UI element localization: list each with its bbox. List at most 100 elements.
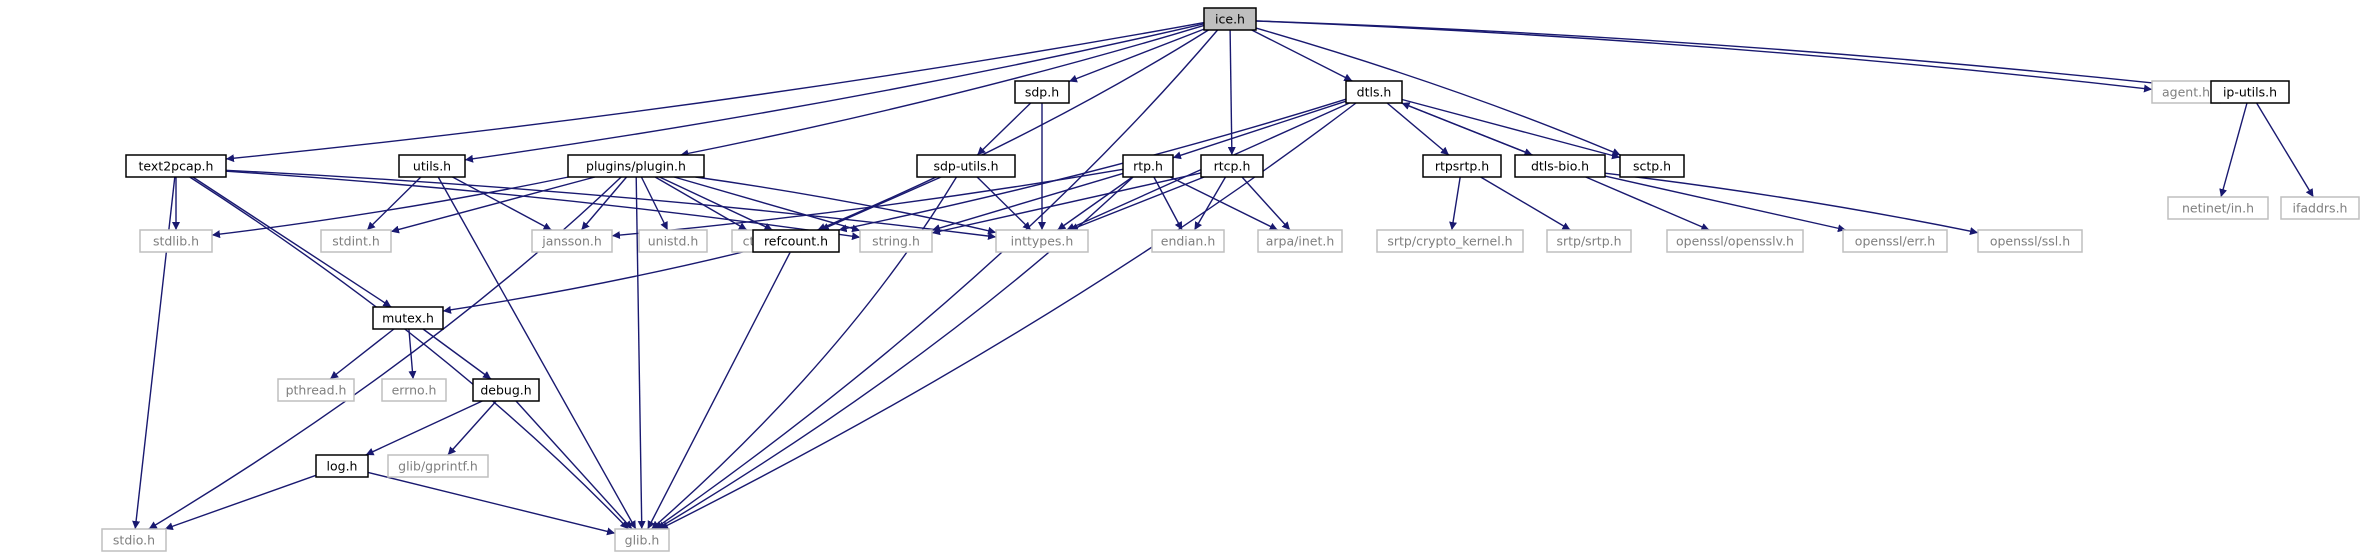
node-mutex[interactable]: mutex.h bbox=[372, 306, 444, 330]
edge-log-to-glib bbox=[367, 471, 616, 536]
edge-ice-to-glib bbox=[653, 29, 1219, 530]
node-box-netinet bbox=[2167, 196, 2269, 220]
node-box-debug[interactable] bbox=[472, 378, 540, 402]
node-box-iputils[interactable] bbox=[2210, 80, 2290, 104]
node-sdputils[interactable]: sdp-utils.h bbox=[916, 154, 1016, 178]
edge-debug-to-glib bbox=[515, 400, 633, 530]
node-box-inttypes bbox=[995, 229, 1089, 253]
node-label-text2pcap: text2pcap.h bbox=[139, 159, 214, 174]
node-box-dtlsbio[interactable] bbox=[1514, 154, 1606, 178]
node-label-utils: utils.h bbox=[413, 159, 451, 174]
edge-plugin-to-refcount bbox=[659, 176, 773, 231]
node-label-rtpsrtp: rtpsrtp.h bbox=[1435, 159, 1489, 174]
node-box-endian bbox=[1151, 229, 1225, 253]
node-box-utils[interactable] bbox=[398, 154, 466, 178]
node-debug[interactable]: debug.h bbox=[472, 378, 540, 402]
node-box-sdp[interactable] bbox=[1014, 80, 1070, 104]
node-box-stdint bbox=[320, 229, 392, 253]
node-label-ifaddrs: ifaddrs.h bbox=[2293, 201, 2348, 216]
node-box-refcount[interactable] bbox=[752, 229, 840, 253]
node-label-arpainet: arpa/inet.h bbox=[1266, 234, 1335, 249]
node-label-gprintf: glib/gprintf.h bbox=[398, 459, 478, 474]
node-label-unistd: unistd.h bbox=[648, 234, 699, 249]
edge-ice-to-refcount bbox=[817, 29, 1209, 231]
node-label-stdio: stdio.h bbox=[113, 533, 155, 548]
node-errno: errno.h bbox=[381, 378, 447, 402]
edge-utils-to-glib bbox=[437, 176, 637, 530]
node-log[interactable]: log.h bbox=[315, 454, 369, 478]
node-label-endian: endian.h bbox=[1161, 234, 1216, 249]
node-text2pcap[interactable]: text2pcap.h bbox=[125, 154, 227, 178]
node-label-opensslv: openssl/opensslv.h bbox=[1676, 234, 1794, 249]
node-box-mutex[interactable] bbox=[372, 306, 444, 330]
edge-dtlsbio-to-opensslerr bbox=[1604, 175, 1847, 233]
edge-text2pcap-to-stdio bbox=[132, 176, 176, 530]
node-label-srtpcrypto: srtp/crypto_kernel.h bbox=[1387, 234, 1512, 249]
node-label-rtp: rtp.h bbox=[1133, 159, 1163, 174]
edge-sdp-to-sdputils bbox=[976, 102, 1032, 156]
edge-refcount-to-mutex bbox=[442, 248, 754, 314]
node-sdp[interactable]: sdp.h bbox=[1014, 80, 1070, 104]
edge-plugin-to-stdint bbox=[390, 176, 596, 234]
node-box-rtp[interactable] bbox=[1122, 154, 1174, 178]
node-label-srtpsrtp: srtp/srtp.h bbox=[1556, 234, 1621, 249]
node-box-sctp[interactable] bbox=[1619, 154, 1685, 178]
edge-rtcp-to-endian bbox=[1193, 176, 1227, 231]
node-jansson: jansson.h bbox=[531, 229, 613, 253]
node-label-dtlsbio: dtls-bio.h bbox=[1531, 159, 1589, 174]
node-opensslv: openssl/opensslv.h bbox=[1666, 229, 1804, 253]
edge-debug-to-gprintf bbox=[447, 400, 497, 456]
node-label-refcount: refcount.h bbox=[764, 234, 828, 249]
node-label-dtls: dtls.h bbox=[1357, 85, 1392, 100]
edge-ice-to-agent bbox=[1255, 20, 2153, 93]
node-iputils[interactable]: ip-utils.h bbox=[2210, 80, 2290, 104]
node-box-srtpsrtp bbox=[1546, 229, 1632, 253]
node-opensslssl: openssl/ssl.h bbox=[1977, 229, 2083, 253]
node-agent: agent.h bbox=[2151, 80, 2221, 104]
node-box-ifaddrs bbox=[2280, 196, 2360, 220]
edge-utils-to-stdint bbox=[366, 176, 422, 231]
edge-dtls-to-sctp bbox=[1401, 98, 1621, 160]
node-utils[interactable]: utils.h bbox=[398, 154, 466, 178]
edge-ice-to-iputils bbox=[1255, 20, 2212, 93]
node-ifaddrs: ifaddrs.h bbox=[2280, 196, 2360, 220]
edge-plugin-to-stdio bbox=[148, 176, 622, 530]
node-box-dtls[interactable] bbox=[1345, 80, 1403, 104]
node-stdio: stdio.h bbox=[101, 528, 167, 552]
node-label-ice: ice.h bbox=[1215, 12, 1245, 27]
node-box-sdputils[interactable] bbox=[916, 154, 1016, 178]
node-label-sdp: sdp.h bbox=[1025, 85, 1059, 100]
node-glib: glib.h bbox=[614, 528, 670, 552]
node-box-pthread bbox=[277, 378, 355, 402]
node-plugin[interactable]: plugins/plugin.h bbox=[567, 154, 705, 178]
node-rtcp[interactable]: rtcp.h bbox=[1200, 154, 1264, 178]
node-ice[interactable]: ice.h bbox=[1203, 7, 1257, 31]
node-box-plugin[interactable] bbox=[567, 154, 705, 178]
node-box-string bbox=[859, 229, 933, 253]
node-dtls[interactable]: dtls.h bbox=[1345, 80, 1403, 104]
edge-debug-to-log bbox=[365, 400, 483, 456]
node-box-rtcp[interactable] bbox=[1200, 154, 1264, 178]
node-rtp[interactable]: rtp.h bbox=[1122, 154, 1174, 178]
node-label-jansson: jansson.h bbox=[541, 234, 602, 249]
node-dtlsbio[interactable]: dtls-bio.h bbox=[1514, 154, 1606, 178]
node-box-log[interactable] bbox=[315, 454, 369, 478]
edge-dtlsbio-to-opensslv bbox=[1585, 176, 1710, 231]
node-box-glib bbox=[614, 528, 670, 552]
edge-plugin-to-inttypes bbox=[695, 176, 997, 235]
edge-dtls-to-rtp bbox=[1172, 100, 1347, 160]
edge-iputils-to-netinet bbox=[2219, 102, 2248, 198]
node-refcount[interactable]: refcount.h bbox=[752, 229, 840, 253]
node-box-rtpsrtp[interactable] bbox=[1422, 154, 1502, 178]
node-box-ice[interactable] bbox=[1203, 7, 1257, 31]
node-sctp[interactable]: sctp.h bbox=[1619, 154, 1685, 178]
edge-rtp-to-arpainet bbox=[1169, 176, 1279, 231]
node-label-stdlib: stdlib.h bbox=[153, 234, 199, 249]
node-rtpsrtp[interactable]: rtpsrtp.h bbox=[1422, 154, 1502, 178]
node-box-opensslssl bbox=[1977, 229, 2083, 253]
node-stdint: stdint.h bbox=[320, 229, 392, 253]
node-box-text2pcap[interactable] bbox=[125, 154, 227, 178]
edge-mutex-to-debug bbox=[422, 328, 492, 380]
